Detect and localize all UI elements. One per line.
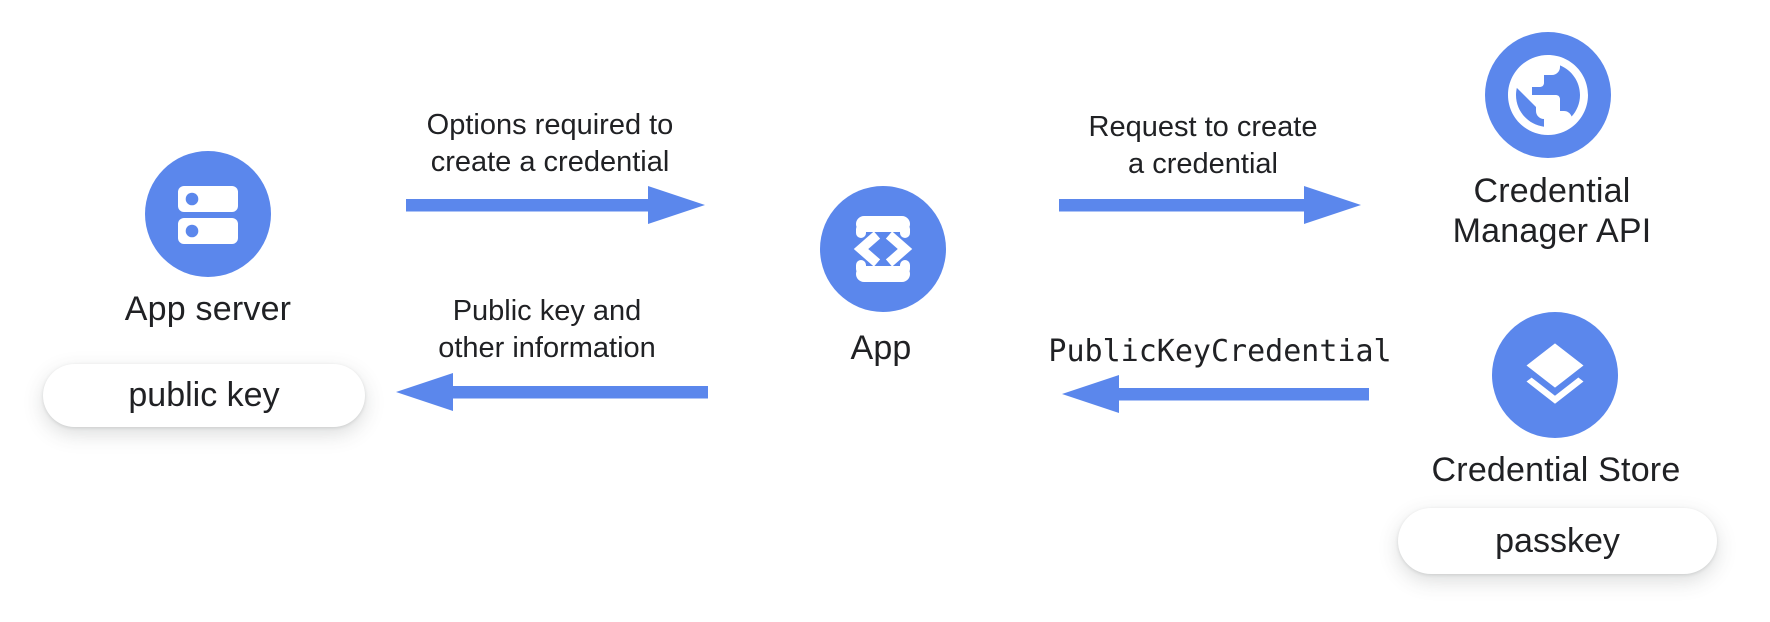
- passkey-pill-label: passkey: [1495, 521, 1620, 560]
- app-server-label: App server: [124, 290, 292, 328]
- public-key-info-label-line1: Public key and: [452, 295, 642, 327]
- request-label-line1: Request to create: [1088, 111, 1318, 143]
- options-right-arrow-icon: [406, 186, 705, 224]
- public-key-info-label: Public key and other information: [347, 293, 747, 367]
- credential-store-label: Credential Store: [1431, 451, 1681, 489]
- credential-manager-api-label-line2: Manager API: [1452, 212, 1652, 250]
- public-key-credential-left-arrow-icon: [1062, 375, 1369, 413]
- request-label: Request to create a credential: [1003, 109, 1403, 183]
- public-key-credential-label: PublicKeyCredential: [1048, 334, 1392, 369]
- credential-manager-api-circle: [1485, 32, 1611, 158]
- passkey-pill: passkey: [1398, 508, 1717, 574]
- globe-icon: [1508, 55, 1588, 135]
- credential-manager-api-label-line1: Credential: [1473, 172, 1631, 210]
- options-label: Options required to create a credential: [350, 107, 750, 181]
- credential-store-circle: [1492, 312, 1618, 438]
- public-key-pill: public key: [43, 364, 365, 427]
- request-right-arrow-icon: [1059, 186, 1361, 224]
- options-label-line2: create a credential: [430, 146, 670, 178]
- public-key-info-left-arrow-icon: [396, 373, 708, 411]
- request-label-line2: a credential: [1128, 148, 1278, 180]
- server-icon: [178, 186, 238, 244]
- app-circle: [820, 186, 946, 312]
- phone-code-icon: [853, 216, 913, 282]
- app-label: App: [850, 329, 912, 367]
- app-server-circle: [145, 151, 271, 277]
- public-key-info-label-line2: other information: [438, 332, 656, 364]
- options-label-line1: Options required to: [426, 109, 674, 141]
- public-key-pill-label: public key: [128, 376, 280, 414]
- credential-manager-api-label: Credential Manager API: [1352, 171, 1752, 251]
- layers-icon: [1526, 343, 1584, 404]
